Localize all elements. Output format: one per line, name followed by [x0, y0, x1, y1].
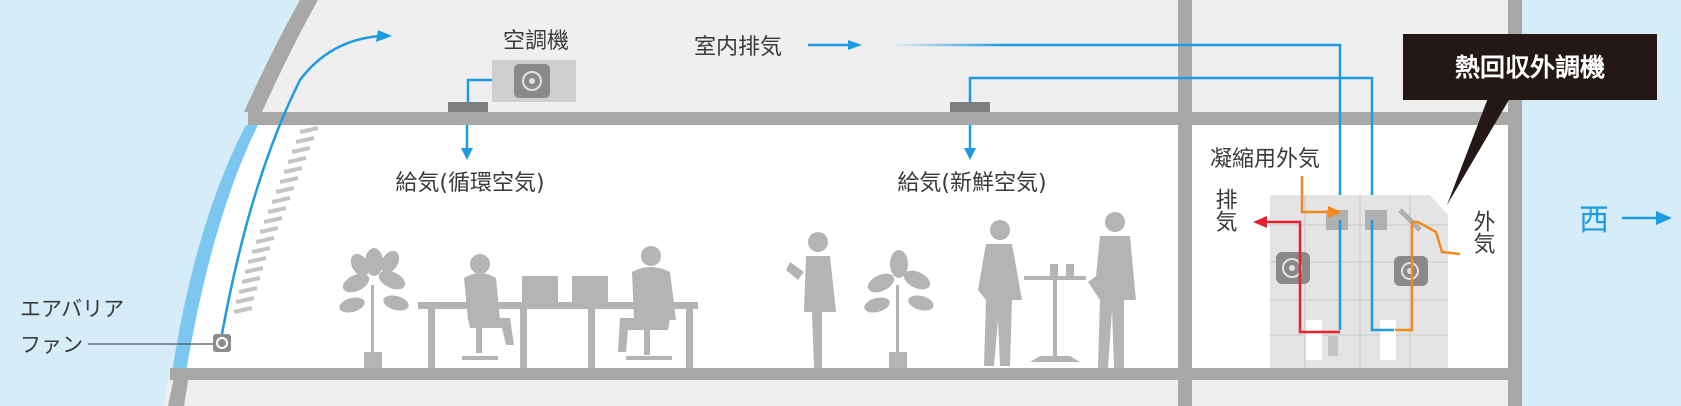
floor-slab: [170, 368, 1522, 380]
outside-air-line: [1395, 220, 1461, 332]
glass-facade: [172, 125, 258, 372]
airbarrier-fan-label-line1: エアバリア: [20, 297, 124, 321]
ceiling-slab: [248, 112, 1522, 125]
condensing-air-label: 凝縮用外気: [1210, 147, 1320, 172]
person-with-tablet: [786, 232, 836, 368]
lower-floor: [164, 380, 1522, 406]
indoor-exhaust-label: 室内排気: [694, 35, 782, 60]
heat-recovery-unit: [1270, 195, 1448, 368]
exhaust-red-line: [1265, 220, 1340, 334]
ac-unit-label: 空調機: [503, 29, 569, 54]
heat-recovery-callout: [1403, 34, 1657, 205]
condensing-air-line: [1300, 176, 1330, 214]
fresh-air-duct: [968, 76, 1374, 220]
unit-supply-blue: [1370, 220, 1394, 332]
supply-fresh-arrowhead: [964, 148, 976, 160]
supply-recirc-arrowhead: [461, 148, 473, 160]
west-label: 西: [1579, 203, 1609, 238]
outer-wall-upper: [244, 0, 318, 112]
exhaust-label: 排気: [1212, 188, 1238, 232]
column-middle: [1178, 0, 1192, 406]
airbarrier-fan-label-line2: ファン: [20, 333, 83, 357]
exhaust-red-arrowhead: [1253, 216, 1267, 228]
supply-recirc-label: 給気(循環空気): [395, 171, 544, 196]
ceiling-plenum: [250, 0, 1522, 112]
ac-unit-icon: [448, 60, 576, 112]
office-desk-group: [418, 246, 698, 368]
indoor-exhaust-arrowhead: [848, 40, 862, 50]
supply-fresh-label: 給気(新鮮空気): [897, 171, 1046, 196]
exhaust-fan-icon: [1276, 252, 1310, 284]
column-right: [1508, 0, 1522, 406]
outside-air-label: 外気: [1470, 210, 1496, 254]
fresh-air-diffuser: [950, 102, 990, 112]
airbarrier-fan-icon: [213, 334, 231, 352]
louver-slats: [233, 126, 319, 314]
exhaust-duct-line: [890, 43, 1342, 220]
standing-pair-group: [978, 212, 1136, 368]
condensing-air-arrowhead: [1328, 206, 1342, 218]
airbarrier-airflow-arrow: [220, 34, 381, 335]
plant-icon-left: [339, 248, 409, 368]
west-arrowhead: [1656, 211, 1672, 225]
airbarrier-arrowhead: [376, 30, 392, 42]
plant-icon-right: [864, 250, 934, 368]
ac-return-duct: [466, 78, 492, 102]
heat-recovery-unit-label: 熱回収外調機: [1455, 53, 1605, 82]
